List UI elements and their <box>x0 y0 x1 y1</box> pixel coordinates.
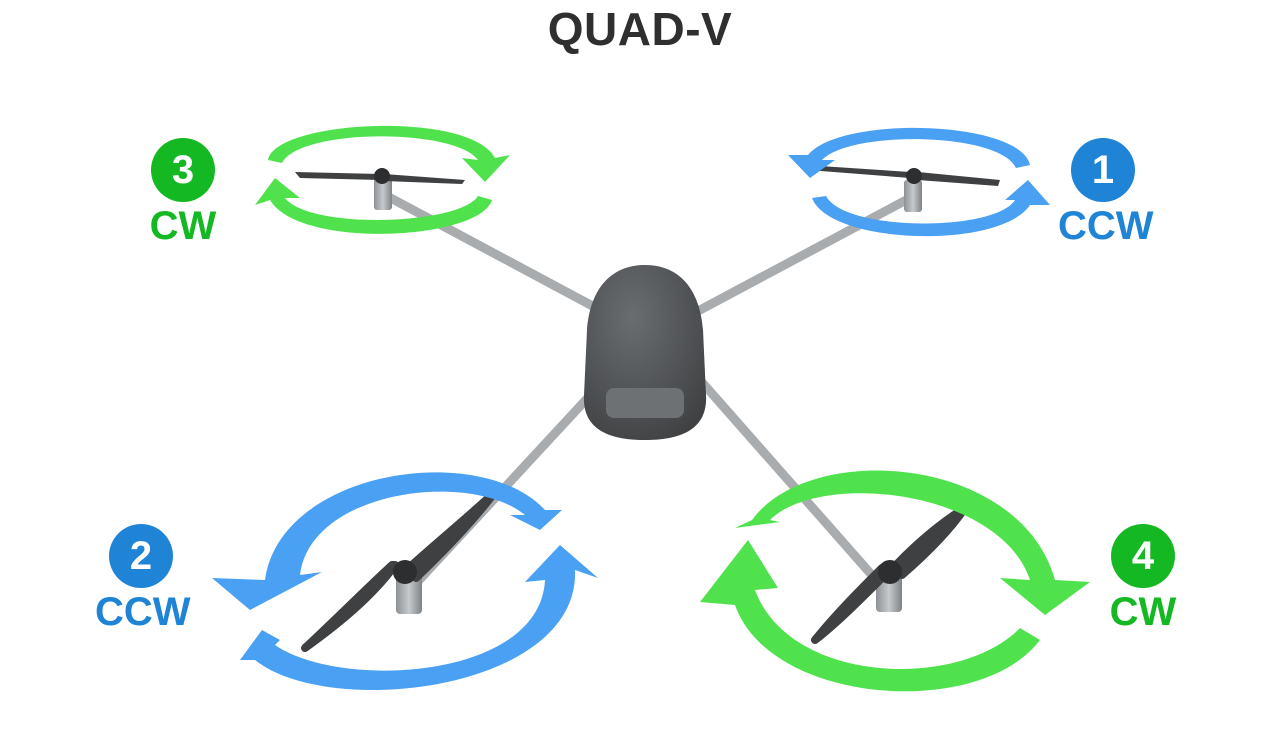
arm-front-left <box>380 190 605 315</box>
prop-hub-4 <box>878 560 902 584</box>
propeller-1 <box>805 165 1000 186</box>
arm-front-right <box>695 193 915 315</box>
prop-hub-3 <box>374 168 390 184</box>
rotor-3 <box>255 125 510 234</box>
rotation-arrows-3 <box>255 125 510 234</box>
motor-3-label: 3 CW <box>148 138 218 248</box>
motor-3-number-badge: 3 <box>151 138 215 202</box>
rotor-4 <box>700 470 1090 692</box>
motor-1-number-badge: 1 <box>1071 138 1135 202</box>
motor-3-housing <box>374 176 392 210</box>
motor-1-direction: CCW <box>1058 204 1154 248</box>
prop-hub-2 <box>393 560 417 584</box>
prop-hub-1 <box>906 168 922 184</box>
motor-4-direction: CW <box>1109 590 1177 634</box>
drone-body <box>583 265 707 440</box>
diagram-title: QUAD-V <box>547 3 733 55</box>
motor-2-label: 2 CCW <box>95 524 191 634</box>
motor-4-number-badge: 4 <box>1111 524 1175 588</box>
motor-1-housing <box>904 180 922 212</box>
rotor-1 <box>788 127 1050 237</box>
arm-rear-right <box>695 375 890 595</box>
motor-4-label: 4 CW <box>1108 524 1178 634</box>
rotation-arrows-1 <box>788 127 1050 237</box>
rotor-2 <box>212 472 598 690</box>
rotation-arrows-4 <box>700 470 1090 692</box>
body-panel <box>606 388 684 418</box>
motor-2-direction: CCW <box>95 590 191 634</box>
motor-1-label: 1 CCW <box>1058 138 1154 248</box>
motor-2-number-badge: 2 <box>109 524 173 588</box>
rotation-arrows-2 <box>212 472 598 690</box>
motor-3-direction: CW <box>149 204 217 248</box>
